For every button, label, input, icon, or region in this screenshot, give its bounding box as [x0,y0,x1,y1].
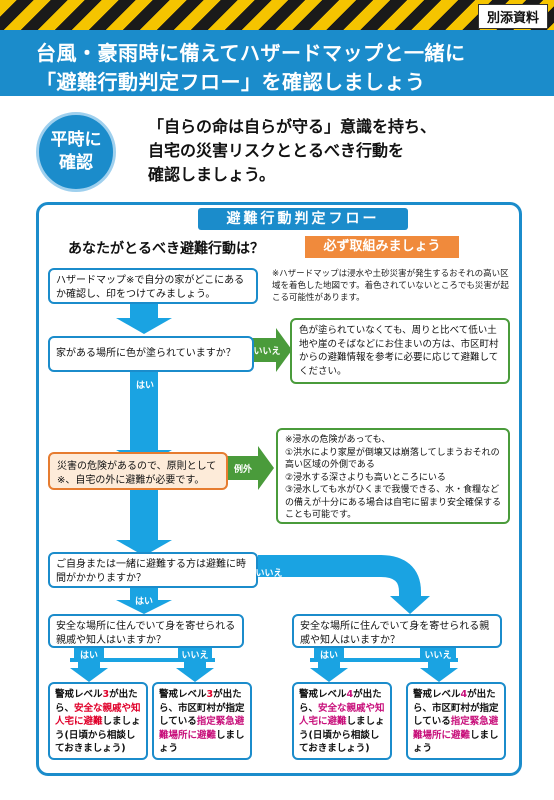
badge-line2: 確認 [59,153,93,173]
intro-line1: 「自らの命は自らが守る」意識を持ち、 [148,117,437,136]
r2-level-text: 警戒レベル [159,689,207,700]
exception-line-1: ①洪水により家屋が倒壊又は崩落してしまうおそれの高い区域の外側である [285,447,500,471]
intro-line3: 確認しましょう。 [148,165,276,184]
must-badge: 必ず取組みましょう [305,236,459,258]
no-label-2: いいえ [255,569,283,579]
header-title-line2: 「避難行動判定フロー」を確認しましょう [36,70,426,94]
r3-text-b: が出たら、 [299,689,382,714]
header-title-line1: 台風・豪雨時に備えてハザードマップと一緒に [36,41,466,65]
exception-line-2: ②浸水する深さよりも高いところにいる [285,472,446,483]
r3-action: 安全な親戚や知人宅に避難 [299,702,385,728]
result-box-4: 警戒レベル4が出たら、市区町村が指定している指定緊急避難場所に避難しましょう [406,682,506,760]
no-result-box: 色が塗られていなくても、周りと比べて低い土地や崖のそばなどにお住まいの方は、市区… [290,318,510,384]
r4-level-number: 4 [460,689,468,700]
right-no-label: いいえ [424,651,452,661]
r3-level-number: 4 [346,689,354,700]
right-yes-label: はい [319,651,338,661]
r4-text-d: しましょう [413,729,499,755]
flow-title: 避難行動判定フロー [198,208,408,230]
r2-action: 指定緊急避難場所に避難 [159,716,245,741]
result-box-3: 警戒レベル4が出たら、安全な親戚や知人宅に避難しましょう(日頃から相談しておきま… [292,682,392,760]
exception-box: ※浸水の危険があっても、 ①洪水により家屋が倒壊又は崩落してしまうおそれの高い区… [276,428,510,524]
check-badge: 平時に確認 [36,112,116,192]
no-label-1: いいえ [253,347,281,357]
result-box-2: 警戒レベル3が出たら、市区町村が指定している指定緊急避難場所に避難しましょう [152,682,252,760]
yes-label-1: はい [135,381,154,391]
r1-text-d: しましょう(日頃から相談しておきましょう) [55,716,141,754]
left-question-box: 安全な場所に住んでいて身を寄せられる親戚や知人はいますか？ [48,614,244,648]
flow-question: あなたがとるべき避難行動は？ [68,241,264,257]
hazard-stripe-banner [0,0,554,30]
result-box-1: 警戒レベル3が出たら、安全な親戚や知人宅に避難しましょう(日頃から相談しておきま… [48,682,148,760]
r1-action: 安全な親戚や知人宅に避難 [55,702,141,728]
r3-text-d: しましょう(日頃から相談しておきましょう) [299,716,385,754]
yes-label-2: はい [134,597,153,607]
step3-box: 災害の危険があるので、原則として※、自宅の外に避難が必要です。 [48,452,228,490]
exception-line-0: ※浸水の危険があっても、 [285,435,391,445]
step4-box: ご自身または一緒に避難する方は避難に時間がかかりますか？ [48,552,258,588]
exception-label: 例外 [233,465,252,475]
r2-text-d: しましょう [159,729,245,755]
intro-text: 「自らの命は自らが守る」意識を持ち、 自宅の災害リスクととるべき行動を 確認しま… [148,115,436,187]
r2-level-number: 3 [206,689,214,700]
exception-line-3: ③浸水しても水がひくまで我慢できる、水・食糧などの備えが十分にある場合は自宅に留… [285,485,502,520]
r2-text-b: が出たら、市区町村が指定している [159,689,245,727]
r3-level-text: 警戒レベル [299,689,347,700]
r4-level-text: 警戒レベル [413,689,461,700]
left-yes-label: はい [79,651,98,661]
r1-text-b: が出たら、 [55,689,138,714]
intro-line2: 自宅の災害リスクととるべき行動を [148,141,405,160]
left-no-label: いいえ [181,651,209,661]
r1-level-number: 3 [102,689,110,700]
r4-action: 指定緊急避難場所に避難 [413,716,499,741]
badge-line1: 平時に [50,130,102,150]
r4-text-b: が出たら、市区町村が指定している [413,689,499,727]
header-banner: 台風・豪雨時に備えてハザードマップと一緒に 「避難行動判定フロー」を確認しましょ… [0,30,554,96]
step2-box: 家がある場所に色が塗られていますか？ [48,336,254,372]
step1-box: ハザードマップ※で自分の家がどこにあるか確認し、印をつけてみましょう。 [48,268,258,304]
right-question-box: 安全な場所に住んでいて身を寄せられる親戚や知人はいますか？ [292,614,502,648]
attachment-tag: 別添資料 [477,4,548,29]
r1-level-text: 警戒レベル [55,689,103,700]
hazard-map-note: ※ハザードマップは浸水や土砂災害が発生するおそれの高い区域を着色した地図です。着… [272,269,509,303]
